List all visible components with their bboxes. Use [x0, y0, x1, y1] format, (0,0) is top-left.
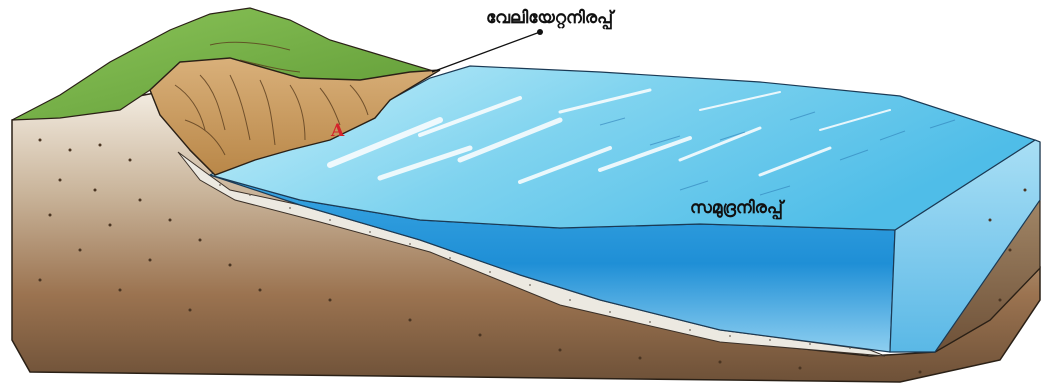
high-tide-leader-line [432, 32, 540, 72]
point-a-marker: A [331, 121, 344, 141]
high-tide-leader-dot [537, 29, 543, 35]
sea-level-label: സമുദ്രനിരപ്പ് [690, 198, 783, 218]
high-tide-line-label: വേലിയേറ്റനിരപ്പ് [486, 8, 613, 28]
